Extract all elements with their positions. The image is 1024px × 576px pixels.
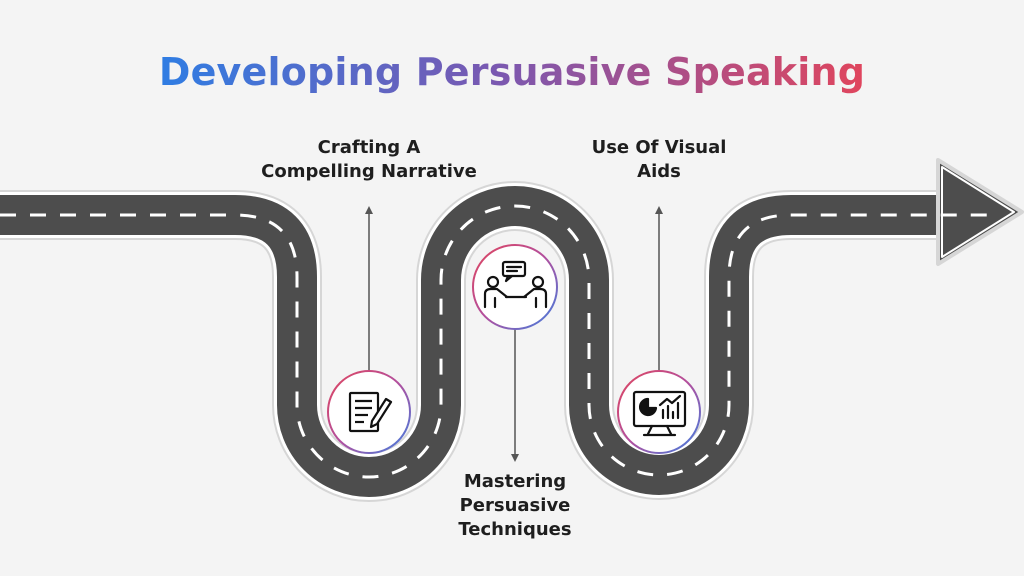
connector-step-2 (511, 328, 519, 462)
lane-markings (0, 204, 1000, 479)
step-3-label: Use Of Visual Aids (591, 137, 727, 182)
step-3-badge (617, 370, 701, 454)
connector-step-3 (655, 206, 663, 372)
step-2-label: Mastering Persuasive Techniques (458, 471, 572, 540)
monitor-chart-icon (632, 390, 687, 437)
step-1-badge (327, 370, 411, 454)
document-pen-icon (348, 391, 393, 433)
step-1-label: Crafting A Compelling Narrative (261, 137, 477, 182)
road-arrow-head-edge (941, 166, 1015, 258)
connector-step-1 (365, 206, 373, 375)
title-wrap: Developing Persuasive Speaking (0, 50, 1024, 94)
conversation-people-icon (483, 260, 548, 309)
step-2-badge (472, 244, 558, 330)
road-asphalt (0, 186, 940, 497)
page-title: Developing Persuasive Speaking (158, 50, 866, 94)
